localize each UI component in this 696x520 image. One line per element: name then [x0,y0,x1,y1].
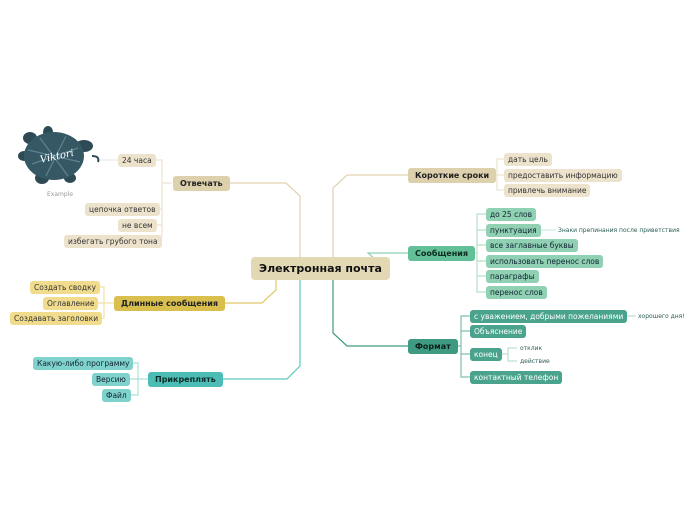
leaf-fail[interactable]: Файл [102,389,131,402]
leaf-punktuatsiya[interactable]: пунктуация [486,224,541,237]
branch-format[interactable]: Формат [408,339,458,354]
edge-central-prikreplyat [214,280,301,380]
branch-otvechat[interactable]: Отвечать [173,176,230,191]
leaf-perenos-slov[interactable]: перенос слов [486,286,547,299]
leaf-vnimanie[interactable]: привлечь внимание [504,184,591,197]
leaf-zagolovki[interactable]: Создавать заголовки [10,312,103,325]
leaf-versiyu[interactable]: Версию [92,373,130,386]
leaf-izbegat[interactable]: избегать грубого тона [64,235,162,248]
note-punktuatsiya: Знаки препинания после приветствия [558,227,680,234]
logo-turtle-icon: Viktori [18,126,100,184]
leaf-kontaktny-telefon[interactable]: контактный телефон [470,371,563,384]
branch-prikreplyat[interactable]: Прикреплять [148,372,223,387]
edge-format-items [451,315,470,378]
leaf-dat-tsel[interactable]: дать цель [504,153,552,166]
leaf-ne-vsem[interactable]: не всем [118,219,157,232]
central-topic[interactable]: Электронная почта [251,257,390,280]
leaf-konets[interactable]: конец [470,348,502,361]
leaf-ispolzovat-perenos[interactable]: использовать перенос слов [486,255,604,268]
leaf-svodka[interactable]: Создать сводку [30,281,101,294]
branch-soobshcheniya[interactable]: Сообщения [408,246,475,261]
leaf-deystvie[interactable]: действие [520,358,550,365]
branch-korotkie[interactable]: Короткие сроки [408,168,497,183]
edge-soobshcheniya-items [468,213,486,293]
leaf-otklik[interactable]: отклик [520,345,543,352]
leaf-paragrafy[interactable]: параграфы [486,270,539,283]
leaf-oglavlenie[interactable]: Оглавление [43,297,99,310]
leaf-informatsiyu[interactable]: предоставить информацию [504,169,622,182]
edge-central-otvechat [222,182,301,258]
leaf-tsepochka[interactable]: цепочка ответов [85,203,160,216]
edge-otvechat-items [154,159,172,242]
edge-konets-items [498,347,517,362]
edge-central-dlinnye [214,280,277,304]
note-khoroshego-dnya: хорошего дня! [638,313,685,320]
leaf-programmu[interactable]: Какую-либо программу [33,357,134,370]
leaf-24-chasa[interactable]: 24 часа [118,154,156,167]
edge-central-format [332,280,408,347]
branch-dlinnye[interactable]: Длинные сообщения [114,296,225,311]
edge-central-korotkie [332,174,408,258]
leaf-obyasnenie[interactable]: Объяснение [470,325,527,338]
logo-caption: Example [47,191,74,198]
leaf-25-slov[interactable]: до 25 слов [486,208,537,221]
leaf-zaglavnye[interactable]: все заглавные буквы [486,239,578,252]
leaf-s-uvazheniem[interactable]: с уважением, добрыми пожеланиями [470,310,628,323]
